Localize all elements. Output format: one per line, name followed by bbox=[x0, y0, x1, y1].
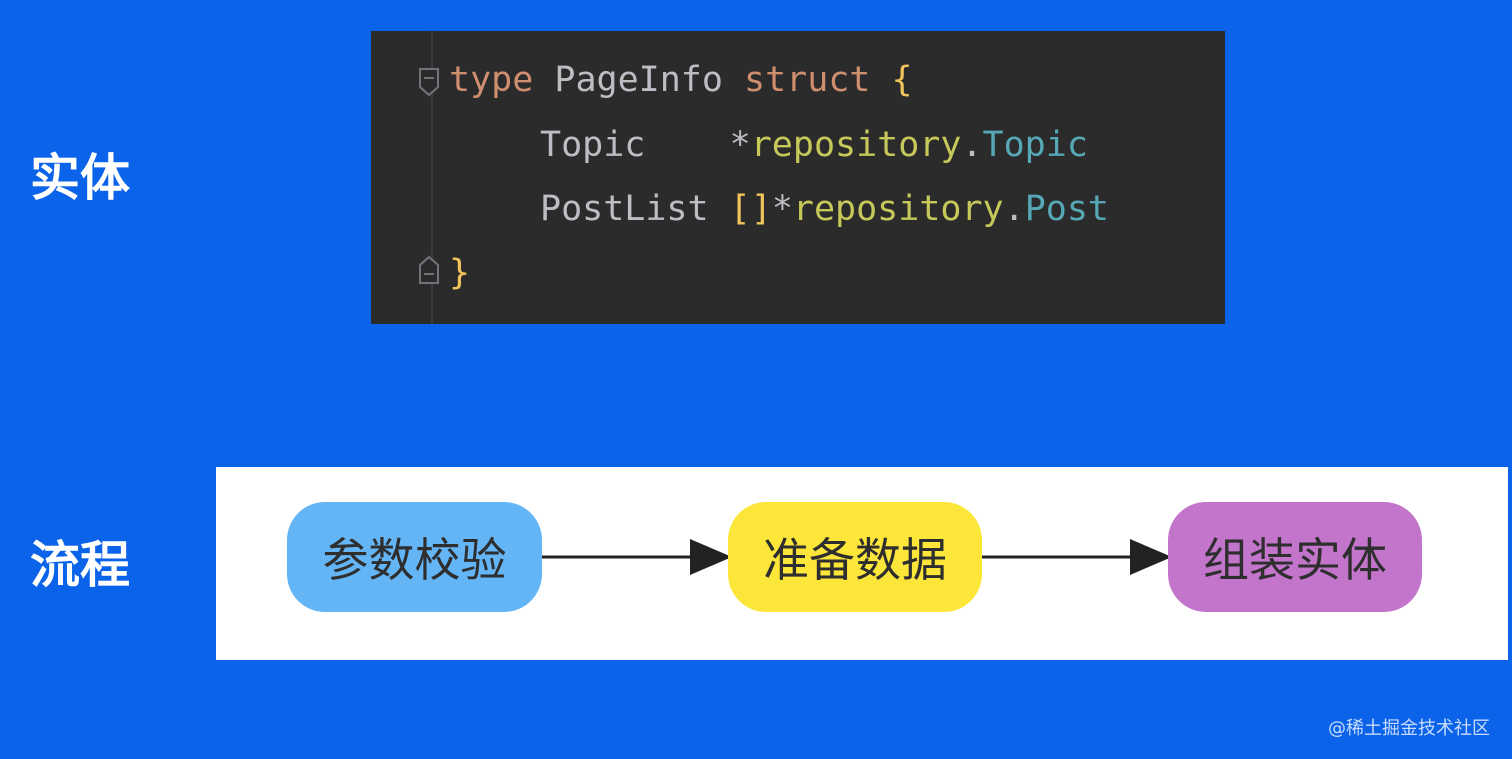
open-brace: { bbox=[891, 60, 913, 100]
gutter-divider bbox=[431, 31, 433, 324]
field-topic: Topic bbox=[540, 125, 646, 165]
flow-arrows bbox=[542, 539, 1172, 575]
pointer-star: * bbox=[771, 189, 793, 229]
package-name: repository bbox=[750, 125, 962, 165]
slice-brackets: [] bbox=[729, 189, 772, 229]
close-brace: } bbox=[449, 253, 471, 293]
flow-label: 流程 bbox=[30, 536, 130, 594]
type-topic: Topic bbox=[982, 125, 1088, 165]
dot: . bbox=[1003, 189, 1025, 229]
code-line-topic-field: Topic *repository.Topic bbox=[540, 123, 1088, 167]
flow-node-prepare: 准备数据 bbox=[728, 502, 982, 612]
keyword-struct: struct bbox=[744, 60, 871, 100]
pointer-star: * bbox=[729, 125, 751, 165]
field-postlist: PostList bbox=[540, 189, 709, 229]
code-panel: type PageInfo struct { Topic *repository… bbox=[371, 31, 1225, 324]
footer-watermark: @稀土掘金技术社区 bbox=[1328, 718, 1490, 739]
entity-label: 实体 bbox=[30, 149, 130, 207]
fold-open-icon[interactable] bbox=[418, 67, 440, 97]
flow-node-assemble: 组装实体 bbox=[1168, 502, 1422, 612]
type-post: Post bbox=[1024, 189, 1109, 229]
flow-node-validate: 参数校验 bbox=[287, 502, 542, 612]
flow-panel: 参数校验 准备数据 组装实体 bbox=[216, 467, 1508, 660]
struct-name: PageInfo bbox=[554, 60, 723, 100]
fold-close-icon[interactable] bbox=[418, 255, 440, 285]
dot: . bbox=[961, 125, 983, 165]
code-line-struct-decl: type PageInfo struct { bbox=[449, 58, 913, 102]
package-name: repository bbox=[792, 189, 1004, 229]
code-line-postlist-field: PostList []*repository.Post bbox=[540, 187, 1109, 231]
keyword-type: type bbox=[449, 60, 534, 100]
code-line-close: } bbox=[449, 251, 470, 295]
